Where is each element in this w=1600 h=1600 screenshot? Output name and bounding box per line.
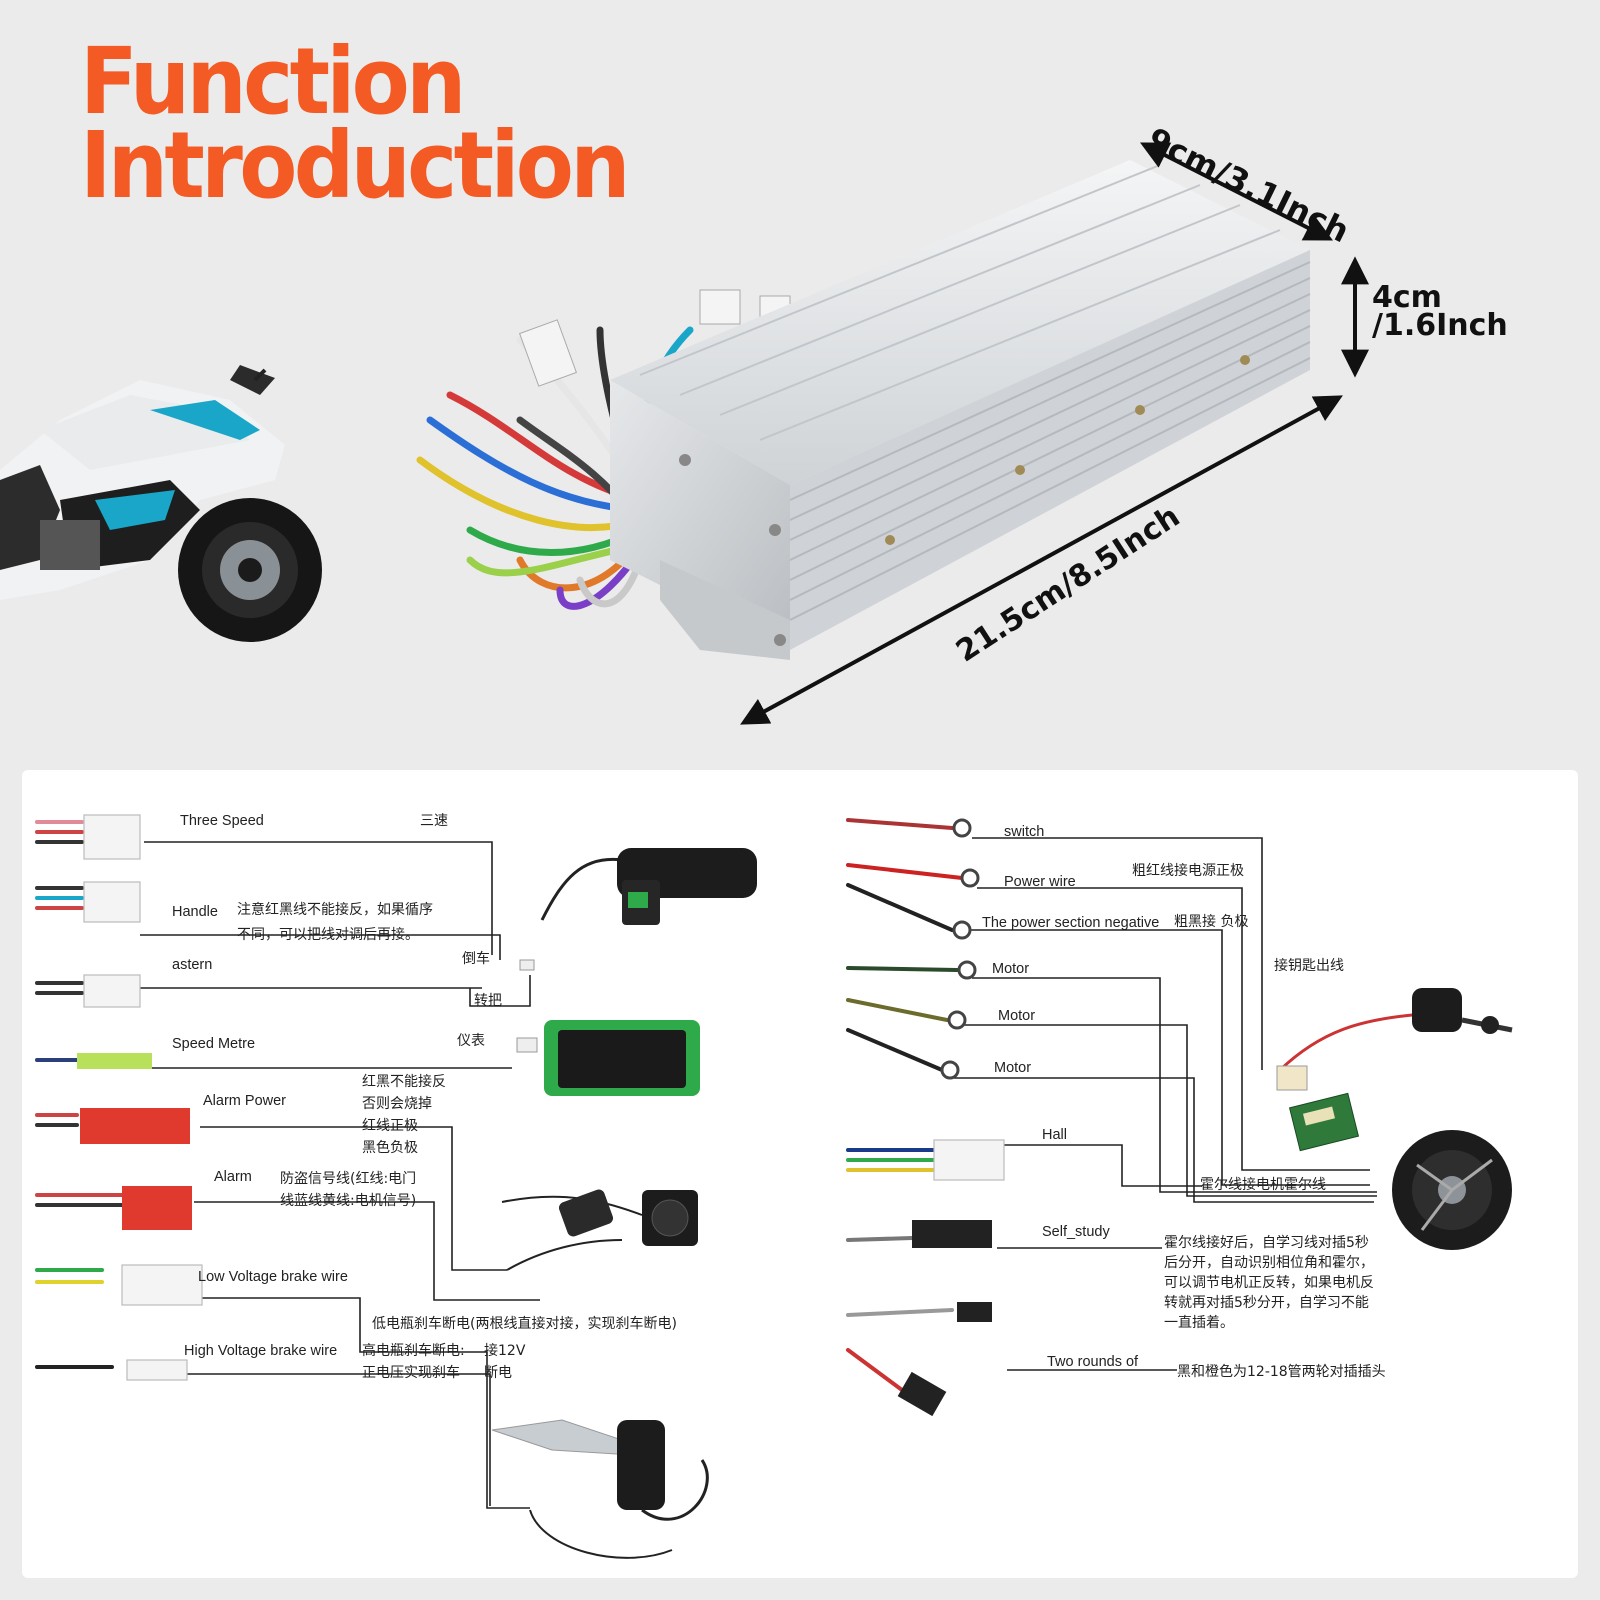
key-switch-image (1276, 988, 1513, 1091)
two-rounds-label: Two rounds of (1047, 1354, 1139, 1370)
high-voltage-brake-note-line-3: 接12V (484, 1343, 526, 1359)
dimension-height-label: 4cm (1372, 280, 1442, 315)
alarm-note-line-1: 防盗信号线(红线:电门 (280, 1171, 417, 1187)
key-switch-cn-label: 接钥匙出线 (1274, 958, 1344, 974)
three-speed-label: Three Speed (180, 813, 264, 829)
alarm-module-image (501, 1189, 698, 1271)
switch-label: switch (1004, 824, 1045, 840)
controller-image (416, 160, 1311, 660)
astern-label: astern (172, 957, 213, 973)
low-voltage-brake-note: 低电瓶刹车断电(两根线直接对接，实现刹车断电) (372, 1316, 677, 1332)
hall-cn-label: 霍尔线接电机霍尔线 (1200, 1177, 1326, 1193)
motorcycle-image (0, 365, 322, 642)
handle-note-line-1: 注意红黑线不能接反，如果循序 (237, 902, 433, 918)
self-study-note-line-2: 后分开，自动识别相位角和霍尔， (1164, 1255, 1374, 1271)
high-voltage-brake-note-line-2: 正电压实现刹车 (362, 1365, 460, 1381)
three-speed-cn-label: 三速 (420, 813, 448, 829)
power-negative-label: The power section negative (982, 915, 1160, 931)
power-wire-cn-label: 粗红线接电源正极 (1132, 863, 1244, 879)
low-voltage-brake-label: Low Voltage brake wire (198, 1269, 348, 1285)
self-study-note-line-1: 霍尔线接好后，自学习线对插5秒 (1164, 1235, 1369, 1251)
title-line-1: Function (80, 28, 466, 135)
motor-label-3: Motor (994, 1060, 1032, 1076)
hall-label: Hall (1042, 1127, 1067, 1143)
speed-meter-image (516, 1020, 700, 1096)
wiring-diagram-panel: Three Speed 三速 Handle 注意红黑线不能接反，如果循序 不同，… (22, 770, 1578, 1578)
speed-metre-label: Speed Metre (172, 1036, 256, 1052)
dimension-arrows (740, 142, 1369, 725)
high-voltage-brake-note-line-1: 高电瓶刹车断电: (362, 1343, 465, 1359)
self-study-note-line-5: 一直插着。 (1164, 1315, 1234, 1331)
throttle-grip-image (519, 848, 757, 971)
handle-note-line-2: 不同，可以把线对调后再接。 (237, 927, 419, 943)
self-study-note-line-4: 转就再对插5秒分开，自学习不能 (1164, 1295, 1369, 1311)
alarm-power-note-line-1: 红黑不能接反 (362, 1074, 446, 1090)
reverse-cn-label: 倒车 (462, 951, 490, 967)
hub-motor-image (1392, 1130, 1512, 1250)
alarm-power-note-line-4: 黑色负极 (362, 1140, 418, 1156)
brake-lever-image (491, 1419, 709, 1559)
alarm-label: Alarm (214, 1169, 252, 1185)
wiring-lines (35, 814, 1513, 1559)
title-line-2: Introduction (80, 112, 631, 219)
motor-label-2: Motor (998, 1008, 1036, 1024)
alarm-note-line-2: 线蓝线黄线:电机信号) (280, 1193, 417, 1209)
self-study-label: Self_study (1042, 1224, 1110, 1240)
high-voltage-brake-label: High Voltage brake wire (184, 1343, 338, 1359)
alarm-power-label: Alarm Power (203, 1093, 286, 1109)
two-rounds-cn-label: 黑和橙色为12-18管两轮对插插头 (1177, 1364, 1386, 1380)
battery-image (1288, 1092, 1360, 1152)
high-voltage-brake-note-line-4: 断电 (484, 1365, 512, 1381)
alarm-power-note-line-2: 否则会烧掉 (362, 1096, 432, 1112)
meter-cn-label: 仪表 (457, 1033, 485, 1049)
alarm-power-note-line-3: 红线正极 (362, 1118, 418, 1134)
motor-label-1: Motor (992, 961, 1030, 977)
power-negative-cn-label: 粗黑接 负极 (1174, 914, 1249, 930)
page-title: Function Introduction (80, 28, 631, 219)
power-wire-label: Power wire (1004, 874, 1076, 890)
throttle-cn-label: 转把 (474, 993, 502, 1009)
dimension-height-inch-label: /1.6Inch (1372, 308, 1508, 343)
product-illustration (0, 142, 1369, 725)
self-study-note-line-3: 可以调节电机正反转，如果电机反 (1164, 1275, 1374, 1291)
handle-label: Handle (172, 904, 218, 920)
